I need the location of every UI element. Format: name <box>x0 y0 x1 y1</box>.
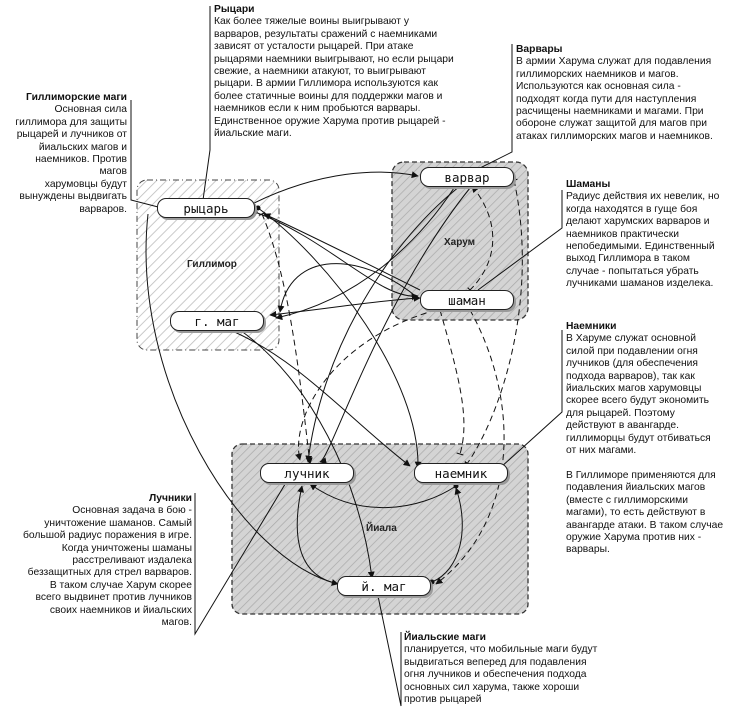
note-naemniki-title: Наемники <box>566 321 617 332</box>
note-varvary: Варвары В армии Харума служат для подавл… <box>516 44 730 143</box>
group-label-yiala: Йиала <box>366 523 397 534</box>
note-shamany: Шаманы Радиус действия их невелик, но ко… <box>566 179 728 291</box>
note-yialskie-magi: Йиальские маги планируется, что мобильны… <box>404 632 614 706</box>
link-shaman-ymag-dashed <box>435 309 505 585</box>
connections-solid <box>145 171 471 587</box>
note-shamany-title: Шаманы <box>566 179 611 190</box>
note-gillimor-magi: Гиллиморские маги Основная сила гиллимор… <box>10 92 127 216</box>
leader-yialskie-magi <box>377 595 402 707</box>
note-shamany-text: Радиус действия их невелик, но когда нах… <box>566 191 720 290</box>
note-yialskie-magi-title: Йиальские маги <box>404 632 486 643</box>
note-yialskie-magi-text: планируется, что мобильные маги будут вы… <box>404 644 598 706</box>
note-varvary-text: В армии Харума служат для подавления гил… <box>516 56 713 142</box>
leader-luchniki <box>194 475 291 636</box>
note-gillimor-magi-text: Основная сила гиллимора для защиты рыцар… <box>15 104 127 215</box>
unit-luchnik[interactable]: лучник <box>260 463 354 483</box>
unit-rytsar[interactable]: рыцарь <box>157 198 255 218</box>
unit-shaman[interactable]: шаман <box>420 290 514 310</box>
leader-gillimor-magi <box>130 100 163 209</box>
unit-g-mag[interactable]: г. маг <box>170 311 264 331</box>
note-luchniki-title: Лучники <box>149 493 192 504</box>
link-shaman-naemnik-dashed <box>439 309 465 456</box>
group-label-gillimor: Гиллимор <box>187 259 237 270</box>
leader-rytsari <box>202 6 211 201</box>
link-rytsar-luchnik-dashed <box>258 212 313 465</box>
leader-varvary <box>467 44 513 175</box>
link-varvar-naemnik-dashed <box>463 178 523 469</box>
leader-naemniki <box>499 330 563 469</box>
link-varvar-luchnik-2 <box>319 187 471 465</box>
note-varvary-title: Варвары <box>516 44 563 55</box>
group-label-kharum: Харум <box>444 237 476 248</box>
unit-varvar[interactable]: варвар <box>420 167 514 187</box>
note-rytsari-title: Рыцари <box>214 4 255 15</box>
link-varvar-luchnik <box>305 183 463 463</box>
link-rytsar-varvar <box>247 171 419 208</box>
note-naemniki: Наемники В Харуме служат основной силой … <box>566 321 730 557</box>
note-luchniki: Лучники Основная задача в бою - уничтоже… <box>8 493 192 629</box>
connections-dashed <box>258 178 523 585</box>
link-naemnik-ymag <box>429 487 463 585</box>
unit-y-mag[interactable]: й. маг <box>337 576 431 596</box>
note-luchniki-text: Основная задача в бою - уничтожение шама… <box>22 505 192 629</box>
note-rytsari-text: Как более тяжелые воины выигрывают у вар… <box>214 16 454 140</box>
link-luchnik-ymag <box>296 485 343 587</box>
note-rytsari: Рыцари Как более тяжелые воины выигрываю… <box>214 4 474 140</box>
annotation-leaders <box>130 6 563 707</box>
link-shaman-luchnik-dashed <box>295 309 437 461</box>
note-gillimor-magi-title: Гиллиморские маги <box>25 92 127 103</box>
note-naemniki-text: В Харуме служат основной силой при подав… <box>566 333 724 556</box>
unit-naemnik[interactable]: наемник <box>414 463 508 483</box>
